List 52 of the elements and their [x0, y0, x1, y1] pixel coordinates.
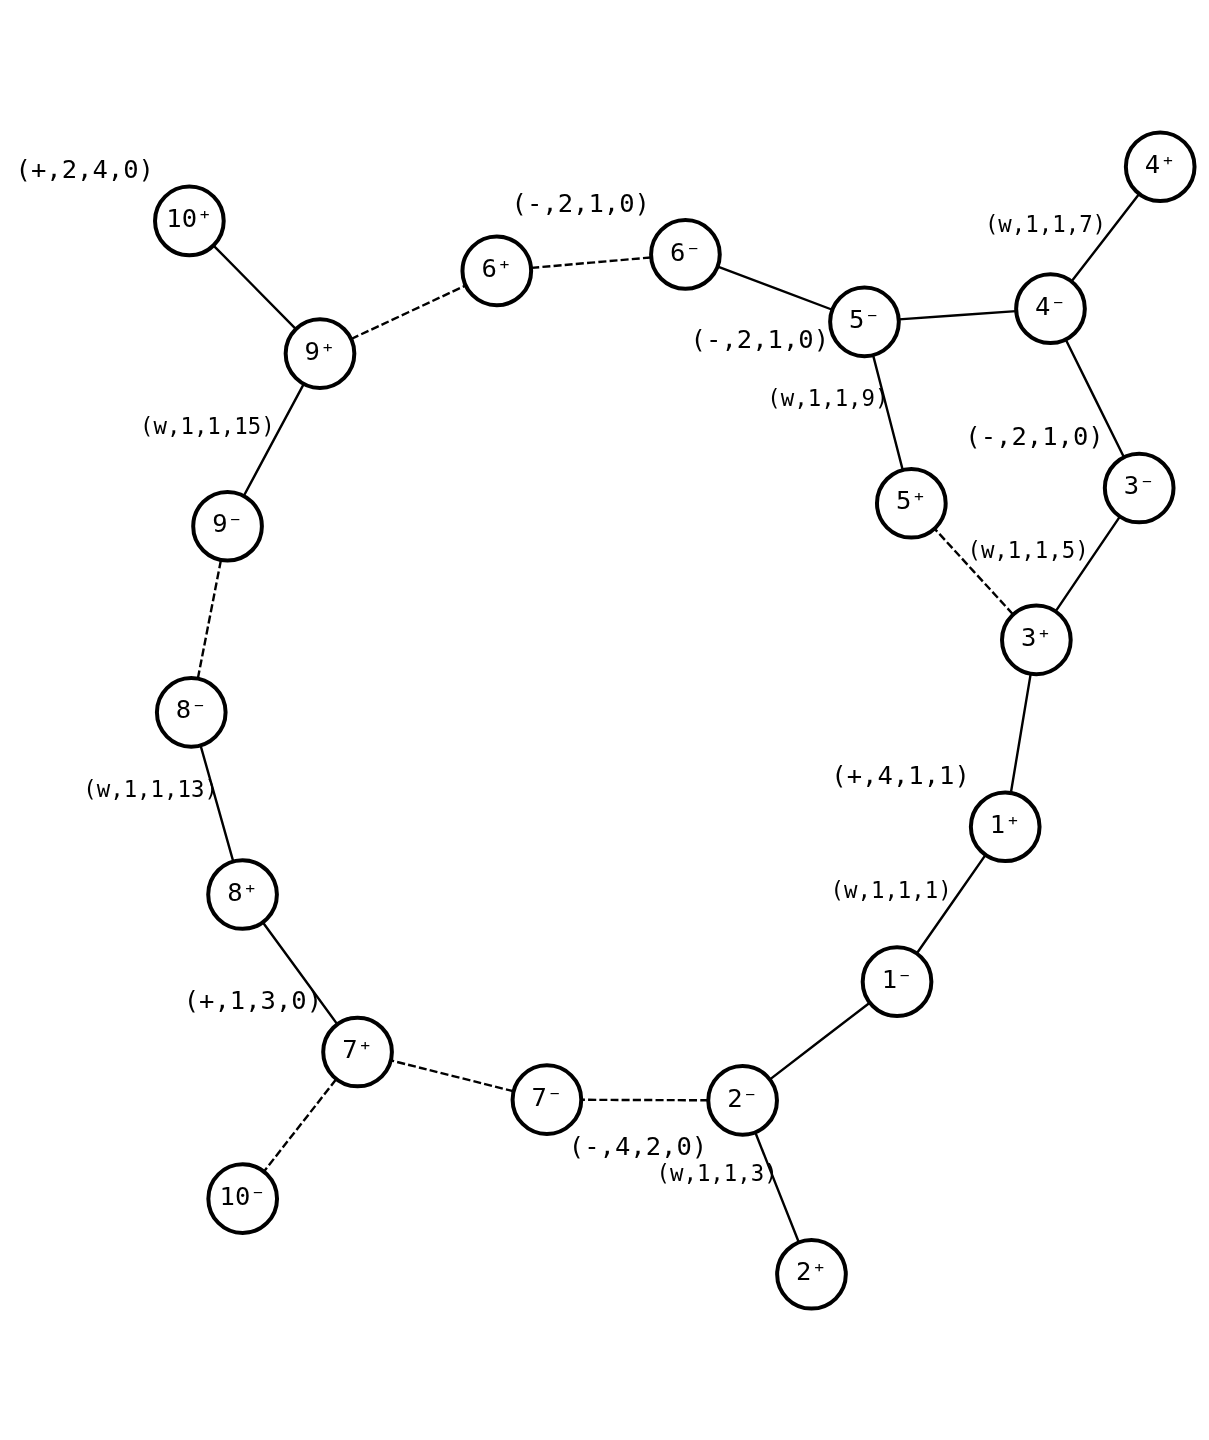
edge-label: (w,1,1,1) — [830, 876, 952, 903]
connector — [1009, 673, 1032, 793]
edge-label: (w,1,1,9) — [767, 384, 889, 411]
connector — [1064, 338, 1125, 457]
node-circle: 8⁻ — [154, 675, 228, 749]
connector — [871, 354, 904, 470]
node-circle: 4⁺ — [1123, 129, 1197, 203]
connector — [212, 244, 297, 329]
node-circle: 9⁻ — [191, 489, 264, 563]
node-label: (+,4,1,1) — [831, 759, 970, 790]
edge-label: (w,1,1,7) — [984, 210, 1107, 237]
node-circle: 7⁻ — [510, 1062, 584, 1136]
connector — [531, 255, 652, 269]
connector — [581, 1098, 709, 1101]
connector — [1070, 192, 1141, 282]
connector — [754, 1131, 800, 1242]
connector — [717, 265, 833, 311]
node-circle: 1⁻ — [860, 944, 934, 1018]
node-label: (-,2,1,0) — [690, 323, 830, 354]
node-circle: 5⁻ — [828, 285, 901, 358]
connector — [242, 383, 305, 496]
node-circle: 5⁺ — [875, 466, 948, 540]
edge-label: (w,1,1,15) — [140, 412, 275, 439]
node-label: (-,2,1,0) — [511, 187, 651, 218]
node-circle: 8⁺ — [206, 857, 279, 931]
node-circle: 1⁺ — [968, 789, 1042, 863]
connector — [1054, 515, 1121, 612]
connector — [261, 921, 338, 1025]
connector — [915, 854, 987, 954]
node-label: (+,1,3,0) — [183, 984, 323, 1015]
node-circle: 10⁺ — [153, 184, 226, 257]
connector — [769, 1001, 871, 1080]
node-circle: 6⁻ — [649, 217, 722, 291]
connector — [199, 744, 235, 861]
node-circle: 3⁺ — [1000, 603, 1073, 676]
node-circle: 10⁻ — [206, 1161, 280, 1235]
connector — [350, 284, 466, 340]
connector — [391, 1058, 514, 1092]
node-circle: 2⁻ — [706, 1063, 779, 1137]
connector — [263, 1078, 337, 1172]
node-circle: 2⁺ — [775, 1237, 848, 1311]
connector — [898, 309, 1017, 321]
connector — [196, 559, 223, 678]
node-label: (-,2,1,0) — [965, 420, 1104, 451]
node-circle: 3⁻ — [1102, 451, 1176, 524]
connector — [933, 527, 1014, 615]
node-circle: 9⁺ — [283, 316, 357, 390]
edge-label: (w,1,1,5) — [967, 536, 1089, 563]
node-circle: 4⁻ — [1014, 271, 1087, 345]
node-label: (+,2,4,0) — [15, 153, 154, 184]
node-circle: 7⁺ — [321, 1015, 394, 1088]
node-circle: 6⁺ — [460, 234, 534, 307]
